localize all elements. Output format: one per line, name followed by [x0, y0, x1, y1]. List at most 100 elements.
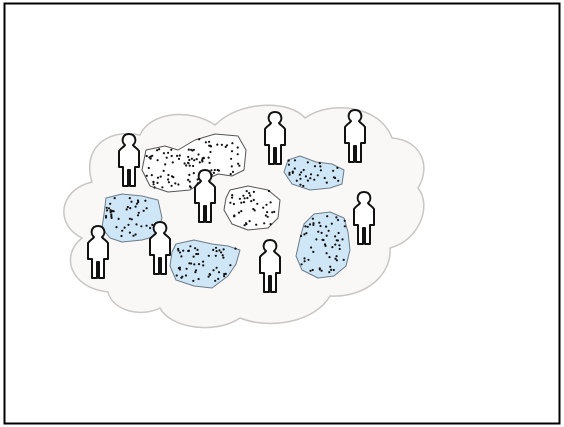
dot — [312, 218, 314, 220]
white-cluster-2 — [224, 186, 280, 230]
dot — [208, 255, 210, 257]
dot — [265, 214, 267, 216]
dot — [334, 244, 336, 246]
dot — [294, 159, 296, 161]
dot — [310, 246, 312, 248]
dot — [333, 269, 335, 271]
dot — [181, 276, 183, 278]
dot — [338, 232, 340, 234]
dot — [233, 214, 235, 216]
dot — [158, 148, 160, 150]
dot — [309, 270, 311, 272]
person-outline-icon — [265, 112, 285, 164]
dot — [157, 177, 159, 179]
dot — [245, 222, 247, 224]
dot — [146, 207, 148, 209]
dot — [127, 224, 129, 226]
dot — [315, 238, 317, 240]
dot — [215, 255, 217, 257]
dot — [131, 218, 133, 220]
dot — [143, 210, 145, 212]
dot — [189, 245, 191, 247]
dot — [246, 190, 248, 192]
dot — [218, 271, 220, 273]
dot — [303, 169, 305, 171]
dot — [205, 141, 207, 143]
dot — [105, 215, 107, 217]
dot — [146, 175, 148, 177]
dot — [163, 152, 165, 154]
dot — [307, 161, 309, 163]
dot — [167, 178, 169, 180]
dot — [239, 198, 241, 200]
dot — [305, 175, 307, 177]
dot — [334, 235, 336, 237]
dot — [208, 276, 210, 278]
dot — [195, 269, 197, 271]
dot — [319, 165, 321, 167]
dot — [157, 159, 159, 161]
dot — [216, 250, 218, 252]
dot — [196, 249, 198, 251]
dot — [307, 259, 309, 261]
dot — [330, 269, 332, 271]
dot — [337, 219, 339, 221]
dot — [296, 180, 298, 182]
dot — [331, 223, 333, 225]
dot — [250, 200, 252, 202]
dot — [303, 257, 305, 259]
dot — [189, 165, 191, 167]
dot — [187, 162, 189, 164]
dot — [231, 194, 233, 196]
dot — [234, 248, 236, 250]
dot — [299, 184, 301, 186]
dot — [187, 179, 189, 181]
dot — [232, 171, 234, 173]
dot — [230, 158, 232, 160]
dot — [135, 233, 137, 235]
dot — [328, 230, 330, 232]
dot — [231, 150, 233, 152]
dot — [223, 275, 225, 277]
dot — [256, 203, 258, 205]
dot — [233, 203, 235, 205]
dot — [177, 183, 179, 185]
dot — [182, 250, 184, 252]
dot — [310, 173, 312, 175]
dot — [214, 169, 216, 171]
dot — [318, 222, 320, 224]
dot — [156, 182, 158, 184]
dot — [199, 161, 201, 163]
dot — [167, 174, 169, 176]
dot — [213, 172, 215, 174]
dot — [129, 197, 131, 199]
dot — [319, 162, 321, 164]
dot — [294, 167, 296, 169]
dot — [300, 171, 302, 173]
dot — [110, 215, 112, 217]
person-outline-icon — [195, 170, 215, 222]
dot — [263, 222, 265, 224]
dot — [292, 172, 294, 174]
dot — [237, 163, 239, 165]
dot — [273, 211, 275, 213]
dot — [191, 158, 193, 160]
dot — [154, 186, 156, 188]
dot — [198, 263, 200, 265]
dot — [106, 207, 108, 209]
dot — [317, 231, 319, 233]
dot — [179, 268, 181, 270]
dot — [152, 181, 154, 183]
dot — [244, 224, 246, 226]
dot — [156, 149, 158, 151]
dot — [336, 167, 338, 169]
dot — [317, 174, 319, 176]
dot — [231, 165, 233, 167]
dot — [124, 227, 126, 229]
dot — [202, 264, 204, 266]
dot — [238, 212, 240, 214]
dot — [332, 170, 334, 172]
dot — [314, 165, 316, 167]
dot — [217, 169, 219, 171]
dot — [343, 259, 345, 261]
